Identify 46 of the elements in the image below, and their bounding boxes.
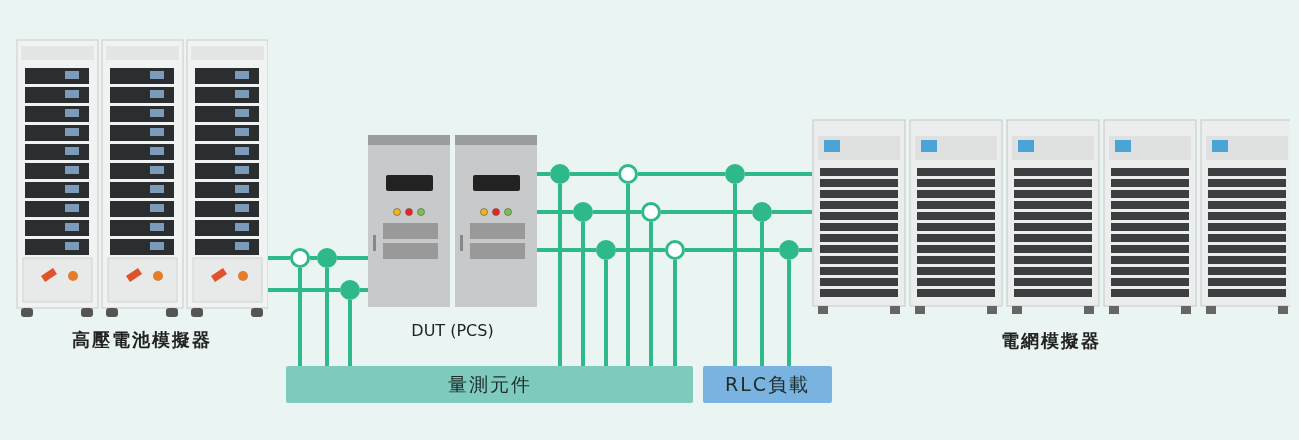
device-label: DUT (PCS)	[411, 321, 494, 340]
tap-line	[558, 184, 562, 366]
wire	[537, 210, 573, 214]
tap-line	[348, 300, 352, 366]
wire	[337, 256, 368, 260]
tap-line	[581, 222, 585, 366]
tap-line	[673, 260, 677, 366]
probe-ring	[641, 202, 661, 222]
probe-ring	[665, 240, 685, 260]
wire	[537, 248, 596, 252]
wire	[537, 172, 550, 176]
tap-line	[604, 260, 608, 366]
wire	[772, 210, 812, 214]
junction-dot	[317, 248, 337, 268]
tap-line	[733, 184, 737, 366]
junction-dot	[550, 164, 570, 184]
wire	[685, 248, 779, 252]
tap-line	[787, 260, 791, 366]
wire	[268, 288, 340, 292]
junction-dot	[752, 202, 772, 222]
probe-ring	[290, 248, 310, 268]
junction-dot	[725, 164, 745, 184]
wire	[638, 172, 725, 176]
tap-line	[649, 222, 653, 366]
wire	[310, 256, 317, 260]
junction-dot	[779, 240, 799, 260]
tap-line	[626, 184, 630, 366]
wire	[360, 288, 368, 292]
wire	[745, 172, 812, 176]
wire	[268, 256, 290, 260]
junction-dot	[340, 280, 360, 300]
wire	[799, 248, 812, 252]
junction-dot	[573, 202, 593, 222]
wire	[661, 210, 752, 214]
wire	[593, 210, 641, 214]
load-bar: RLC負載	[703, 366, 832, 403]
measurement-bar: 量測元件	[286, 366, 693, 403]
tap-line	[760, 222, 764, 366]
probe-ring	[618, 164, 638, 184]
wire	[570, 172, 618, 176]
tap-line	[298, 268, 302, 366]
wire	[616, 248, 665, 252]
junction-dot	[596, 240, 616, 260]
device-label: 高壓電池模擬器	[71, 328, 212, 352]
tap-line	[325, 268, 329, 366]
device-label: 電網模擬器	[1001, 329, 1101, 353]
